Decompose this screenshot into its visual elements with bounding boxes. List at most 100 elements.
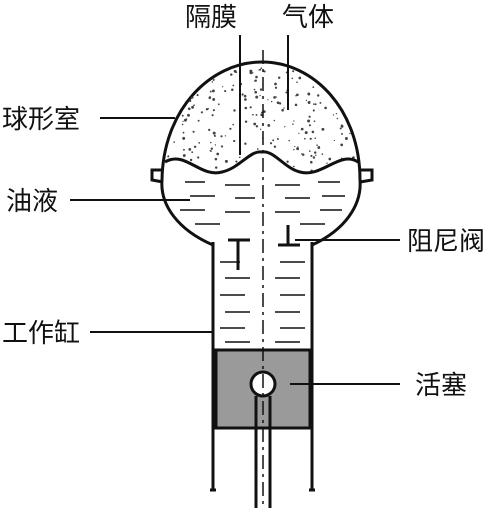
gas-speckle (243, 94, 247, 98)
gas-speckle (253, 122, 257, 126)
gas-speckle (211, 67, 214, 70)
gas-speckle (212, 78, 215, 81)
gas-speckle (223, 65, 226, 67)
gas-speckle (179, 65, 183, 66)
gas-speckle (297, 146, 299, 148)
leader-lines (70, 35, 400, 385)
gas-speckle (299, 65, 303, 66)
gas-speckle (352, 171, 356, 174)
gas-speckle (294, 176, 297, 179)
gas-speckle (241, 165, 244, 169)
gas-speckle (344, 176, 345, 177)
gas-speckle (296, 81, 298, 83)
gas-speckle (200, 111, 203, 114)
gas-speckle (231, 88, 234, 92)
gas-speckle (165, 178, 167, 180)
gas-speckle (276, 138, 279, 140)
gas-speckle (274, 86, 278, 89)
gas-speckle (187, 168, 190, 172)
damping-valve (228, 225, 300, 270)
gas-speckle (321, 127, 325, 131)
gas-speckle (310, 160, 313, 164)
gas-speckle (339, 73, 342, 76)
gas-speckle (273, 96, 276, 99)
gas-speckle (274, 82, 277, 86)
gas-speckle (250, 166, 253, 170)
gas-speckle (345, 65, 349, 68)
gas-speckle (191, 81, 193, 83)
gas-speckle (275, 170, 277, 173)
gas-speckle (328, 157, 332, 161)
gas-speckle (178, 87, 180, 90)
gas-speckle (284, 126, 286, 128)
gas-speckle (235, 160, 238, 163)
gas-speckle (308, 124, 311, 127)
gas-speckle (293, 149, 295, 151)
gas-speckle (189, 158, 193, 162)
gas-speckle (311, 65, 314, 66)
gas-speckle (276, 101, 280, 105)
gas-speckle (269, 142, 273, 145)
gas-speckle (244, 106, 248, 110)
gas-speckle (261, 111, 263, 114)
gas-speckle (272, 139, 275, 142)
gas-speckle (351, 88, 355, 92)
gas-speckle (245, 168, 248, 171)
gas-speckle (353, 70, 356, 74)
gas-speckle (208, 128, 211, 132)
gas-speckle (247, 175, 249, 177)
gas-speckle (325, 82, 328, 85)
piston-rod (254, 396, 272, 508)
gas-speckle (296, 147, 300, 151)
gas-speckle (302, 179, 303, 180)
gas-speckle (181, 123, 184, 126)
gas-speckle (351, 114, 354, 116)
gas-speckle (181, 86, 183, 89)
gas-speckle (343, 81, 346, 83)
gas-speckle (164, 85, 166, 87)
label-piston: 活塞 (415, 371, 467, 401)
gas-speckle (307, 119, 311, 123)
gas-speckle (217, 103, 220, 106)
gas-speckle (307, 92, 311, 96)
gas-speckle (168, 99, 171, 102)
gas-speckle (273, 145, 277, 148)
gas-speckle (196, 94, 199, 97)
gas-speckle (332, 114, 335, 116)
gas-speckle (298, 76, 302, 80)
gas-speckle (179, 172, 182, 174)
gas-speckle (191, 96, 194, 99)
gas-speckle (294, 103, 298, 107)
gas-speckle (181, 97, 184, 100)
gas-speckle (256, 148, 259, 150)
gas-speckle (167, 83, 170, 85)
gas-speckle (228, 65, 231, 66)
gas-speckle (292, 165, 295, 168)
gas-speckle (252, 165, 256, 168)
gas-speckle (324, 106, 327, 110)
gas-speckle (179, 166, 182, 169)
gas-speckle (326, 162, 328, 164)
gas-speckle (216, 152, 220, 156)
gas-speckle (258, 69, 260, 71)
label-damping-valve: 阻尼阀 (407, 227, 485, 257)
gas-speckle (314, 103, 317, 106)
gas-speckle (304, 131, 308, 135)
gas-speckle (232, 123, 234, 126)
gas-speckle (190, 168, 192, 171)
gas-speckle (357, 137, 360, 140)
gas-speckle (178, 61, 180, 63)
gas-speckle (214, 135, 216, 138)
gas-speckle (285, 91, 288, 94)
gas-speckle (288, 139, 290, 142)
gas-speckle (341, 132, 343, 135)
gas-speckle (296, 172, 298, 174)
gas-speckle (238, 156, 241, 159)
gas-speckle (355, 116, 356, 119)
gas-speckle (330, 65, 332, 67)
label-oil: 油液 (6, 187, 58, 217)
gas-speckle (209, 149, 212, 152)
gas-speckle (292, 70, 295, 73)
gas-speckle (319, 101, 322, 104)
chamber-flange (150, 168, 374, 184)
